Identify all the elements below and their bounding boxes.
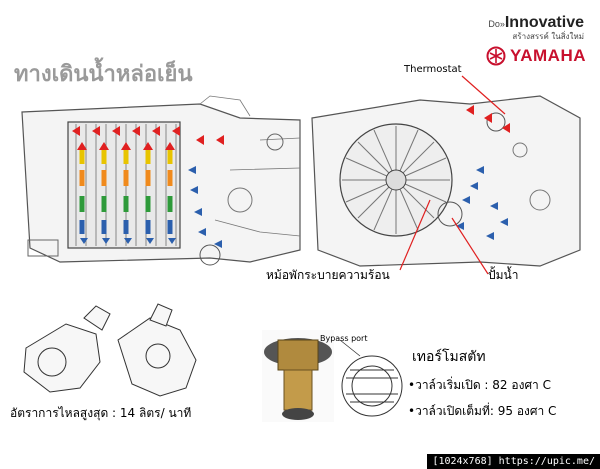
thermostat-title: เทอร์โมสตัท bbox=[412, 349, 486, 365]
brand-arrows: » bbox=[499, 19, 505, 29]
yamaha-logo: YAMAHA bbox=[486, 46, 586, 66]
left-engine-diagram bbox=[21, 95, 301, 266]
thermostat-label: Thermostat bbox=[404, 64, 462, 75]
yamaha-wordmark: YAMAHA bbox=[509, 46, 586, 65]
valve-open-start: •วาล์วเริ่มเปิด : 82 องศา C bbox=[408, 378, 551, 392]
right-engine-diagram bbox=[311, 95, 581, 267]
image-size-watermark: [1024x768] https://upic.me/ bbox=[427, 454, 600, 469]
valve-open-full: •วาล์วเปิดเต็มที่: 95 องศา C bbox=[408, 404, 557, 418]
radiator-label: หม้อพักระบายความร้อน bbox=[266, 268, 390, 282]
brand-innovative: Innovative bbox=[504, 14, 584, 31]
water-pump-label: ปั้มน้ำ bbox=[488, 268, 519, 282]
brand-do: Do bbox=[488, 19, 500, 29]
flow-rate-text: อัตราการไหลสูงสุด : 14 ลิตร/ นาที bbox=[10, 406, 192, 420]
thermostat-front-view bbox=[339, 339, 403, 417]
leader-lines bbox=[399, 75, 506, 275]
water-pump-sketch bbox=[23, 303, 197, 397]
brand-tagline: สร้างสรรค์ ในสิ่งใหม่ bbox=[512, 32, 584, 41]
thermostat-photo bbox=[262, 330, 334, 422]
bypass-port-label: Bypass port bbox=[320, 334, 368, 343]
slide-title: ทางเดินน้ำหล่อเย็น bbox=[14, 62, 193, 87]
yamaha-emblem-icon bbox=[486, 46, 506, 66]
brand-header: Do»Innovative bbox=[488, 12, 584, 32]
